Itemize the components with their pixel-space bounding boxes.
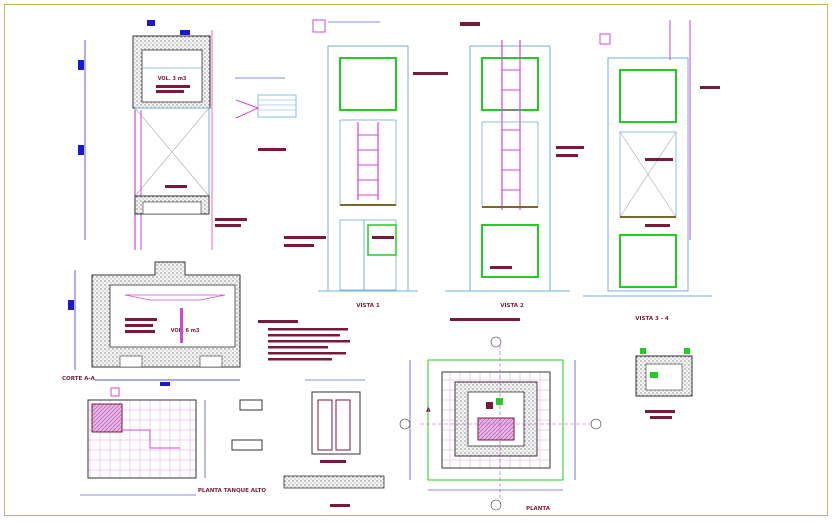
section-a-a: VOL. 3 m3 VOL. 6 m3 <box>62 20 247 386</box>
small-details <box>231 379 385 507</box>
pipe-detail <box>235 77 297 151</box>
lower-volume-label: VOL. 6 m3 <box>171 328 200 334</box>
cut-marker: A <box>426 407 431 414</box>
view1-title: VISTA 1 <box>356 303 380 309</box>
upper-tank-plan: PLANTA TANQUE ALTO <box>80 387 266 496</box>
view-2: VISTA 2 <box>445 22 584 309</box>
section-title: CORTE A-A <box>62 376 96 382</box>
upper-volume-label: VOL. 3 m3 <box>158 76 187 82</box>
view-1: VISTA 1 <box>284 19 448 309</box>
plan-title: PLANTA <box>526 506 551 512</box>
view34-title: VISTA 3 - 4 <box>635 316 669 322</box>
view-3-4: VISTA 3 - 4 <box>583 20 720 322</box>
plan-view: A PLANTA <box>399 336 602 512</box>
view2-title: VISTA 2 <box>500 303 524 309</box>
upper-plan-title: PLANTA TANQUE ALTO <box>198 488 266 494</box>
sheet-frame <box>4 4 828 516</box>
valve-box-detail <box>635 348 693 419</box>
notes-block <box>258 318 520 361</box>
